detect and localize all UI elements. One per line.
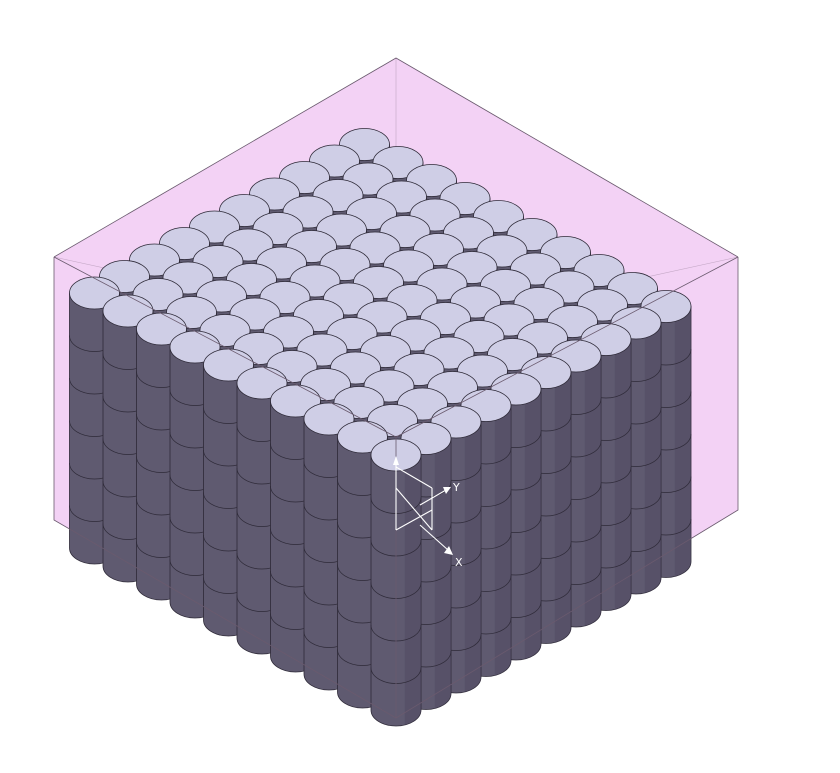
- cylinder-shade: [644, 323, 661, 593]
- cylinder-shade: [464, 422, 481, 692]
- cylinder-shade: [674, 306, 691, 577]
- axis-z-arrow: [393, 456, 399, 465]
- cylinder-top: [270, 384, 321, 418]
- box-top-back-edge: [53, 57, 739, 258]
- cylinder-shade: [524, 389, 541, 659]
- axis-y-label: Y: [452, 481, 460, 494]
- axis-x-arrow: [444, 546, 453, 555]
- cylinder-shade: [434, 438, 451, 709]
- container-box-front: [53, 57, 739, 719]
- cylinder-shade: [494, 405, 511, 676]
- cylinder-shade: [554, 372, 571, 643]
- cylinder-shade: [584, 356, 601, 626]
- cylinder-top: [136, 312, 187, 346]
- cylinder-top: [337, 420, 388, 454]
- axis-triad-icon: [393, 456, 453, 555]
- axis-x-label: X: [455, 556, 463, 569]
- axis-y: [419, 489, 447, 506]
- triad-frame: [395, 509, 433, 531]
- cylinder-top: [303, 402, 355, 436]
- axis-triad: Y X: [393, 456, 463, 569]
- triad-frame: [395, 466, 433, 489]
- axis-y-arrow: [443, 487, 451, 494]
- cylinder-array: [69, 128, 692, 727]
- triad-frame: [395, 487, 433, 531]
- cylinder-shade: [614, 339, 631, 610]
- cylinder-top: [102, 294, 154, 328]
- cylinder-top: [236, 366, 288, 400]
- axis-x: [419, 524, 449, 551]
